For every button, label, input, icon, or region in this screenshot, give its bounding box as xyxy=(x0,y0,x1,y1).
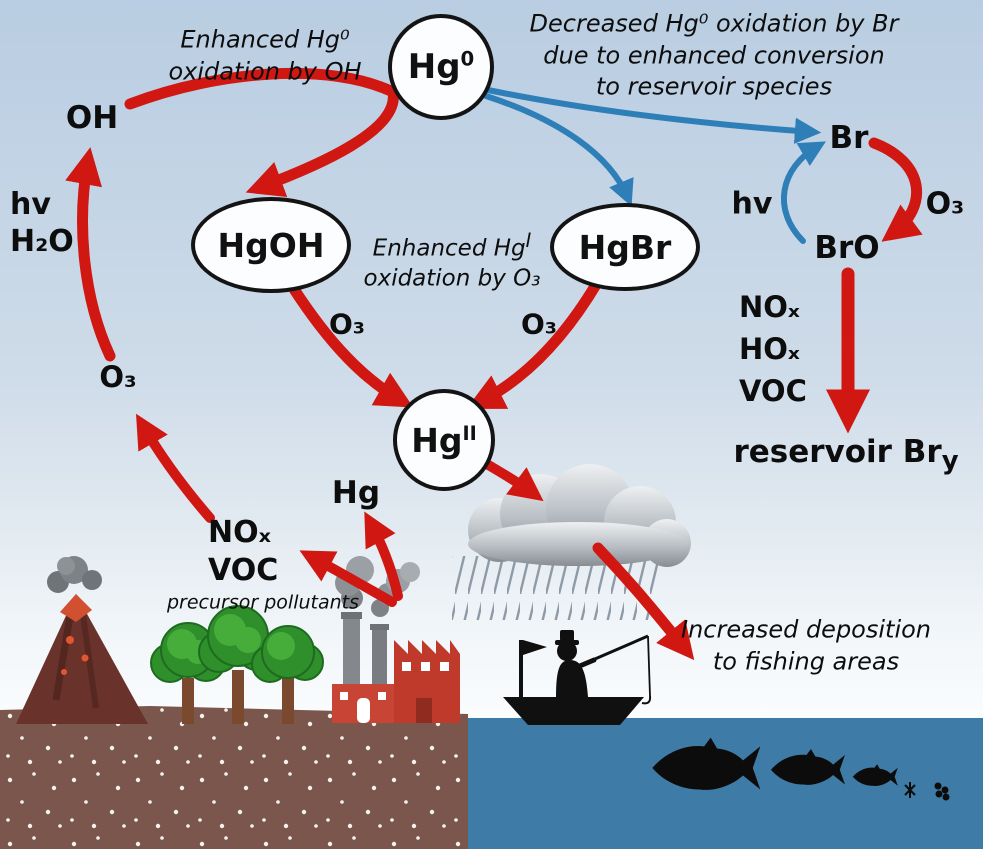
annotation-line: Increased deposition xyxy=(680,615,932,644)
node-hg0: Hg0 xyxy=(388,14,494,120)
label-nox: NOₓ xyxy=(739,290,800,324)
annotation-line: oxidation by OH xyxy=(168,57,362,85)
label-o3-hgbr-arrow: O₃ xyxy=(520,307,558,341)
label-voc-precursor: VOC xyxy=(208,553,279,588)
arrow-cloud-to-fishing-areas xyxy=(592,542,695,661)
label-hv-h2o: hv H₂O xyxy=(10,186,74,260)
annotation-line: Decreased Hg⁰ oxidation by Br xyxy=(529,9,899,38)
rain-icon xyxy=(452,556,660,620)
arrow-hg0-to-br xyxy=(485,87,822,144)
arrow-hg0-to-hgbr xyxy=(483,93,634,207)
label-hv-right: hv xyxy=(731,186,773,222)
volcano-icon xyxy=(16,556,148,724)
ground xyxy=(0,706,468,849)
fish-icons xyxy=(652,737,950,801)
node-hgoh-label: HgOH xyxy=(217,225,325,265)
annotation-enhanced-o3: Enhanced HgI oxidation by O₃ xyxy=(363,228,541,295)
annotation-line: due to enhanced conversion xyxy=(543,41,885,70)
fisherman-boat-icon xyxy=(503,630,652,725)
label-hv-left: hv xyxy=(10,187,51,222)
arrow-factory-to-hg xyxy=(364,511,403,601)
annotation-enhanced-oh: Enhanced Hg⁰ oxidation by OH xyxy=(168,24,361,87)
label-br: Br xyxy=(829,120,869,156)
node-hg2: HgII xyxy=(393,389,495,491)
annotation-line: oxidation by O₃ xyxy=(363,266,541,292)
label-h2o: H₂O xyxy=(10,224,74,259)
arrow-factory-to-nox-voc xyxy=(299,550,397,607)
arrow-bro-to-br xyxy=(780,141,826,244)
label-reservoir-bry: reservoir Bry xyxy=(733,434,959,477)
plankton-icon xyxy=(904,782,950,801)
node-hgbr-label: HgBr xyxy=(578,227,672,267)
rain-cloud-icon xyxy=(468,464,691,567)
node-hg0-label: Hg0 xyxy=(407,47,475,87)
node-hgoh: HgOH xyxy=(191,197,351,293)
arrow-o3-to-oh xyxy=(65,147,116,362)
label-hox: HOₓ xyxy=(739,332,800,366)
label-o3-hgoh-arrow: O₃ xyxy=(328,307,366,341)
arrow-hgbr-to-hg2 xyxy=(466,277,603,409)
node-hgbr: HgBr xyxy=(550,203,700,291)
trees-icon xyxy=(150,605,324,724)
arrow-oh-hg0-to-hgoh xyxy=(124,67,399,198)
label-o3-left: O₃ xyxy=(99,360,137,394)
label-oh: OH xyxy=(65,100,119,136)
annotation-increased-deposition: Increased deposition to fishing areas xyxy=(681,614,931,677)
arrow-nox-voc-to-o3 xyxy=(136,413,215,523)
label-nox-voc: NOₓ VOC xyxy=(208,514,278,590)
arrow-hgoh-to-hg2 xyxy=(286,280,414,408)
annotation-line: to fishing areas xyxy=(712,647,900,675)
label-nox-hox-voc: NOₓ HOₓ VOC xyxy=(739,286,807,412)
annotation-decreased-br: Decreased Hg⁰ oxidation by Br due to enh… xyxy=(530,8,899,103)
arrow-br-to-bro xyxy=(868,137,923,242)
annotation-line: Enhanced Hg⁰ xyxy=(180,25,350,54)
label-voc: VOC xyxy=(739,374,807,408)
label-bro: BrO xyxy=(814,230,880,266)
label-nox-precursor: NOₓ xyxy=(208,515,271,550)
label-hg-emission: Hg xyxy=(331,475,381,511)
node-hg2-label: HgII xyxy=(411,420,477,460)
annotation-line: Enhanced HgI xyxy=(372,228,532,262)
label-o3-right: O₃ xyxy=(925,186,965,222)
annotation-precursor-pollutants: precursor pollutants xyxy=(166,591,360,614)
annotation-line: to reservoir species xyxy=(595,72,833,101)
